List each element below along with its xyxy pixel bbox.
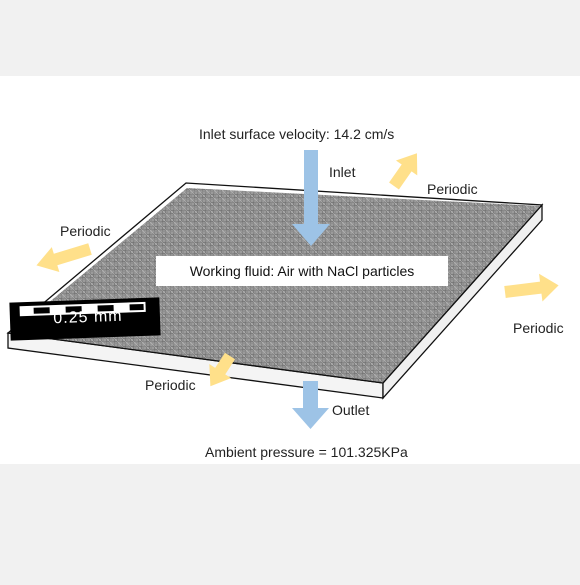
periodic-arrow-top-right [389,153,418,190]
periodic-left-label: Periodic [60,223,111,239]
periodic-right-label: Periodic [513,320,564,336]
periodic-arrow-left [36,243,92,272]
inlet-label: Inlet [329,164,356,180]
ambient-pressure-label: Ambient pressure = 101.325KPa [205,444,408,460]
slab-top-outline [6,182,544,384]
inlet-arrow [292,150,330,246]
outlet-arrow [292,381,329,429]
outlet-label: Outlet [332,402,370,418]
periodic-bottom-left-label: Periodic [145,377,196,393]
periodic-top-right-label: Periodic [427,181,478,197]
periodic-arrow-right [504,273,559,302]
inlet-velocity-label: Inlet surface velocity: 14.2 cm/s [199,126,395,142]
scale-bar [9,297,161,341]
periodic-arrow-bottom-left [209,352,236,387]
working-fluid-label: Working fluid: Air with NaCl particles [156,256,448,286]
